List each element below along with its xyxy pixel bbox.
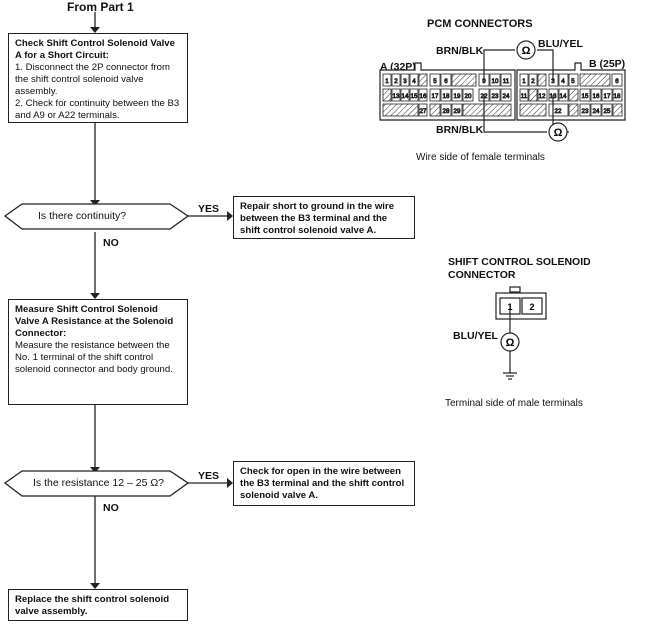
check-open-box: Check for open in the wire between the B… bbox=[233, 461, 415, 506]
svg-text:28: 28 bbox=[443, 108, 450, 115]
solenoid-pin2: 2 bbox=[529, 302, 534, 312]
decision-shape-2 bbox=[3, 470, 190, 497]
solenoid-connector-title: SHIFT CONTROL SOLENOID CONNECTOR bbox=[448, 256, 591, 282]
svg-text:14: 14 bbox=[402, 93, 409, 100]
svg-text:4: 4 bbox=[561, 78, 565, 85]
pcm-wire-top-right: BLU/YEL bbox=[538, 38, 583, 50]
pcm-connector-diagram: 1 2 3 4 5 6 9 10 11 13 14 15 16 17 18 19… bbox=[379, 40, 626, 142]
svg-text:11: 11 bbox=[521, 93, 528, 100]
solenoid-pin2-cell bbox=[521, 297, 543, 315]
svg-text:9: 9 bbox=[482, 78, 486, 85]
svg-text:15: 15 bbox=[582, 93, 589, 100]
svg-text:6: 6 bbox=[444, 78, 448, 85]
decision-shape-1 bbox=[3, 203, 190, 230]
svg-text:24: 24 bbox=[593, 108, 600, 115]
decision1-yes: YES bbox=[198, 203, 220, 215]
solenoid-connector-diagram: 1 2 Ω bbox=[495, 286, 547, 380]
svg-text:6: 6 bbox=[615, 78, 619, 85]
svg-text:2: 2 bbox=[394, 78, 398, 85]
svg-text:25: 25 bbox=[604, 108, 611, 115]
step1-item2: 2. Check for continuity between the B3 a… bbox=[15, 98, 180, 121]
svg-text:22: 22 bbox=[555, 108, 562, 115]
svg-text:5: 5 bbox=[433, 78, 437, 85]
step2-body: Measure the resistance between the No. 1… bbox=[15, 340, 173, 375]
solenoid-title-line1: SHIFT CONTROL SOLENOID bbox=[448, 256, 591, 268]
svg-text:20: 20 bbox=[465, 93, 472, 100]
svg-text:10: 10 bbox=[492, 78, 499, 85]
pcm-caption: Wire side of female terminals bbox=[416, 152, 545, 163]
decision1-no: NO bbox=[103, 237, 119, 249]
svg-text:18: 18 bbox=[443, 93, 450, 100]
solenoid-ohm-symbol: Ω bbox=[506, 337, 515, 349]
step1-title: Check Shift Control Solenoid Valve A for… bbox=[15, 38, 175, 61]
step1-box: Check Shift Control Solenoid Valve A for… bbox=[8, 33, 188, 123]
solenoid-caption: Terminal side of male terminals bbox=[445, 398, 583, 409]
decision1-question: Is there continuity? bbox=[38, 210, 127, 222]
repair-short-box: Repair short to ground in the wire betwe… bbox=[233, 196, 415, 239]
svg-text:12: 12 bbox=[539, 93, 546, 100]
svg-text:2: 2 bbox=[531, 78, 535, 85]
svg-text:18: 18 bbox=[614, 93, 621, 100]
pcm-connectors-title: PCM CONNECTORS bbox=[427, 18, 533, 30]
pcm-wire-top-left: BRN/BLK bbox=[436, 45, 484, 57]
decision2-no: NO bbox=[103, 502, 119, 514]
svg-text:24: 24 bbox=[503, 93, 510, 100]
a-pin-1: 1 bbox=[385, 78, 389, 85]
svg-text:23: 23 bbox=[492, 93, 499, 100]
decision2-yes: YES bbox=[198, 470, 220, 482]
ohmmeter-top-icon bbox=[516, 40, 536, 60]
replace-solenoid-box: Replace the shift control solenoid valve… bbox=[8, 589, 188, 621]
step2-title: Measure Shift Control Solenoid Valve A R… bbox=[15, 304, 174, 339]
svg-text:5: 5 bbox=[571, 78, 575, 85]
svg-text:16: 16 bbox=[420, 93, 427, 100]
step1-item1: 1. Disconnect the 2P connector from the … bbox=[15, 62, 171, 97]
svg-text:3: 3 bbox=[403, 78, 407, 85]
decision2-question: Is the resistance 12 – 25 Ω? bbox=[33, 477, 165, 489]
svg-text:29: 29 bbox=[454, 108, 461, 115]
svg-text:1: 1 bbox=[522, 78, 526, 85]
svg-text:16: 16 bbox=[593, 93, 600, 100]
svg-text:14: 14 bbox=[560, 93, 567, 100]
svg-text:17: 17 bbox=[432, 93, 439, 100]
svg-text:15: 15 bbox=[411, 93, 418, 100]
solenoid-title-line2: CONNECTOR bbox=[448, 269, 516, 281]
ohm-top-symbol: Ω bbox=[522, 45, 531, 57]
svg-text:27: 27 bbox=[420, 108, 427, 115]
svg-text:3: 3 bbox=[551, 78, 555, 85]
svg-text:13: 13 bbox=[393, 93, 400, 100]
connector-b-label: B (25P) bbox=[589, 58, 626, 70]
svg-text:11: 11 bbox=[503, 78, 510, 85]
svg-text:4: 4 bbox=[412, 78, 416, 85]
pcm-wire-bottom-left: BRN/BLK bbox=[436, 124, 484, 136]
svg-text:17: 17 bbox=[604, 93, 611, 100]
solenoid-wire-label: BLU/YEL bbox=[453, 330, 498, 342]
svg-text:23: 23 bbox=[582, 108, 589, 115]
solenoid-connector-latch bbox=[509, 286, 521, 293]
from-part-label: From Part 1 bbox=[67, 0, 134, 14]
ohm-bottom-symbol: Ω bbox=[554, 127, 563, 139]
ohmmeter-bottom-icon bbox=[548, 122, 568, 142]
step2-box: Measure Shift Control Solenoid Valve A R… bbox=[8, 299, 188, 405]
svg-text:19: 19 bbox=[454, 93, 461, 100]
